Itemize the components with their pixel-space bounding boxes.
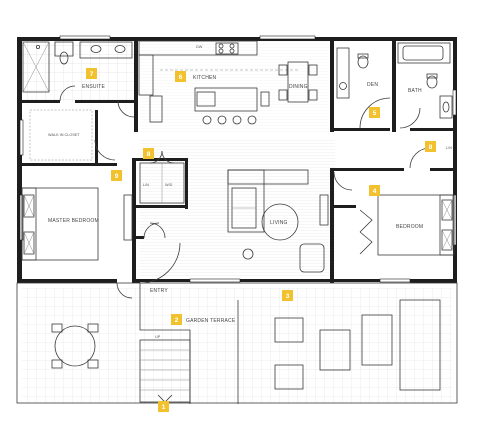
svg-text:7: 7 bbox=[90, 71, 94, 78]
living-furniture bbox=[227, 169, 329, 273]
bath-fixtures bbox=[397, 42, 453, 129]
entry-door bbox=[116, 242, 181, 299]
callout-2: 2 bbox=[171, 314, 182, 325]
terrace-tile-right bbox=[238, 288, 452, 404]
windows bbox=[19, 35, 457, 283]
label-dw: DW bbox=[196, 45, 203, 49]
label-master-bedroom: MASTER BEDROOM bbox=[48, 218, 99, 224]
kitchen-floor bbox=[140, 40, 330, 133]
label-dining: DINING bbox=[289, 84, 308, 90]
label-bedroom: BEDROOM bbox=[396, 224, 423, 230]
callout-3: 3 bbox=[282, 290, 293, 301]
callout-7: 7 bbox=[86, 68, 97, 79]
interior-walls bbox=[22, 37, 457, 283]
label-living: LIVING bbox=[270, 220, 288, 226]
den-fixtures bbox=[336, 47, 391, 129]
svg-text:1: 1 bbox=[162, 404, 166, 411]
terrace bbox=[16, 282, 458, 404]
callout-9: 9 bbox=[111, 170, 122, 181]
svg-text:8: 8 bbox=[429, 144, 433, 151]
svg-text:8: 8 bbox=[147, 151, 151, 158]
walk-in-closet-fixtures bbox=[29, 109, 116, 161]
svg-text:2: 2 bbox=[175, 317, 179, 324]
callout-8-linen: 8 bbox=[425, 141, 436, 152]
label-ln-1: L/N bbox=[143, 183, 149, 187]
callout-6: 6 bbox=[175, 71, 186, 82]
label-kitchen: KITCHEN bbox=[193, 75, 217, 81]
terrace-stairs bbox=[139, 339, 191, 403]
callout-1: 1 bbox=[158, 401, 169, 412]
label-ln-2: L/N bbox=[446, 146, 452, 150]
svg-text:4: 4 bbox=[373, 188, 377, 195]
terrace-tile-left bbox=[22, 288, 237, 404]
svg-text:9: 9 bbox=[115, 173, 119, 180]
laundry-fixtures bbox=[139, 150, 185, 239]
bedroom-fixtures bbox=[333, 147, 455, 256]
svg-text:5: 5 bbox=[373, 110, 377, 117]
label-entry: ENTRY bbox=[150, 288, 168, 294]
label-garden-terrace: GARDEN TERRACE bbox=[186, 318, 236, 324]
ensuite-fixtures bbox=[22, 41, 135, 118]
kitchen-fixtures bbox=[138, 40, 318, 125]
label-bath: BATH bbox=[408, 88, 422, 94]
label-up: UP bbox=[155, 335, 161, 339]
master-bed bbox=[21, 187, 133, 261]
label-den: DEN bbox=[367, 82, 378, 88]
callout-8-laundry: 8 bbox=[143, 148, 154, 159]
label-wd-1: W/D bbox=[165, 183, 173, 187]
ensuite-tile bbox=[22, 40, 134, 102]
callout-5: 5 bbox=[369, 107, 380, 118]
svg-text:3: 3 bbox=[286, 293, 290, 300]
svg-text:6: 6 bbox=[179, 74, 183, 81]
label-ensuite: ENSUITE bbox=[82, 84, 106, 90]
label-walk-in-closet: WALK IN CLOSET bbox=[48, 133, 80, 137]
callout-4: 4 bbox=[369, 185, 380, 196]
